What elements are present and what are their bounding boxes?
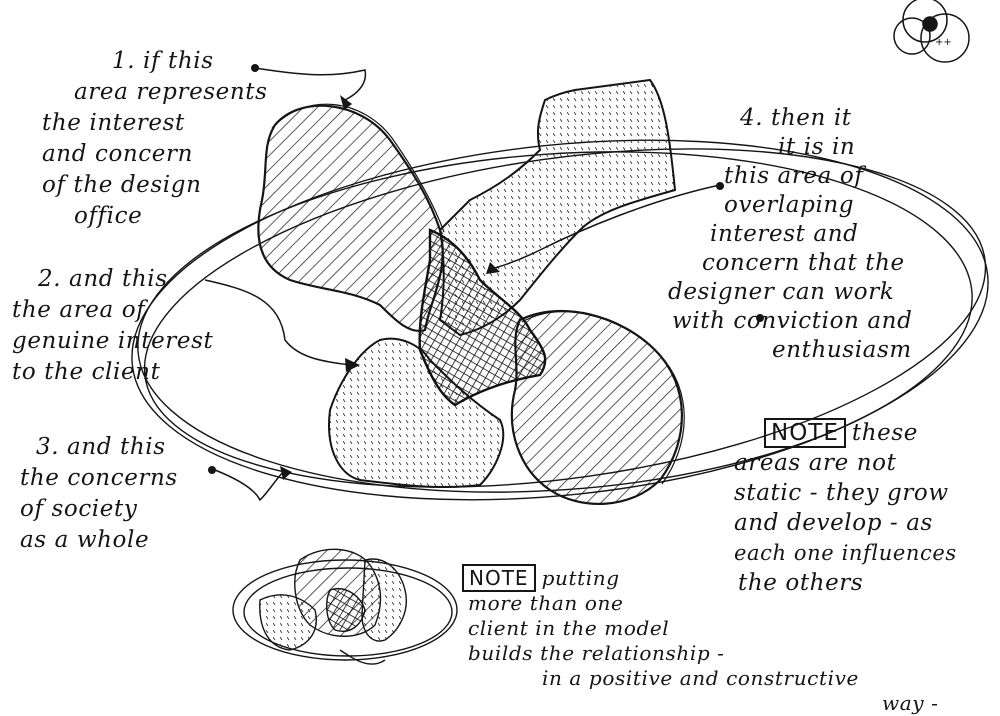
multi-client-model xyxy=(232,548,458,665)
note6-line: way - xyxy=(882,691,939,715)
note2-line: genuine interest xyxy=(12,328,214,354)
note2-line: the area of xyxy=(12,297,146,323)
note5-line: areas are not xyxy=(734,450,897,476)
note4-line: with conviction and xyxy=(672,308,913,334)
note2-line: 2. and this xyxy=(38,266,168,292)
note4-line: designer can work xyxy=(668,279,895,305)
note4-line: this area of xyxy=(724,163,864,189)
note1-line: area represents xyxy=(74,79,268,105)
arrow-heads xyxy=(208,64,764,480)
leader-lines xyxy=(204,67,721,502)
note2-line: to the client xyxy=(12,359,161,385)
note3-line: the concerns xyxy=(20,465,178,491)
note-society: 3. and this the concerns of society as a… xyxy=(20,432,178,556)
note5-first: these xyxy=(851,420,918,446)
note6-first: putting xyxy=(541,566,620,590)
design-office-area xyxy=(257,103,445,333)
client-concern-area xyxy=(510,309,685,505)
note-tag: NOTE xyxy=(764,418,846,448)
note4-line: overlaping xyxy=(724,192,855,218)
note3-line: 3. and this xyxy=(36,434,166,460)
note5-line: each one influences xyxy=(734,541,957,565)
note3-line: of society xyxy=(20,496,138,522)
note1-line: 1. if this xyxy=(112,48,214,74)
note-client-interest: 2. and this the area of genuine interest… xyxy=(12,264,213,388)
note1-line: and concern xyxy=(42,141,194,167)
note4-line: it is in xyxy=(778,134,856,160)
note4-line: enthusiasm xyxy=(772,337,912,363)
note4-line: concern that the xyxy=(702,250,905,276)
note4-line: 4. then it xyxy=(740,105,852,131)
overlap-area xyxy=(418,228,547,407)
note3-line: as a whole xyxy=(20,527,150,553)
note-tag: NOTE xyxy=(462,564,536,592)
note1-line: of the design xyxy=(42,172,202,198)
svg-text:++: ++ xyxy=(935,37,952,48)
note6-line: client in the model xyxy=(468,616,670,640)
note6-line: in a positive and constructive xyxy=(542,666,859,690)
note1-line: office xyxy=(74,203,143,229)
mini-venn-icon: ++ xyxy=(893,0,970,63)
note-design-office: 1. if this area represents the interest … xyxy=(42,46,268,232)
note6-line: more than one xyxy=(468,591,624,615)
note4-line: interest and xyxy=(710,221,859,247)
note5-line: the others xyxy=(738,570,864,596)
note5-line: static - they grow xyxy=(734,480,949,506)
note5-line: and develop - as xyxy=(734,510,933,536)
note1-line: the interest xyxy=(42,110,185,136)
note-overlap: 4. then it it is in this area of overlap… xyxy=(668,104,912,365)
note6-line: builds the relationship - xyxy=(468,641,725,665)
